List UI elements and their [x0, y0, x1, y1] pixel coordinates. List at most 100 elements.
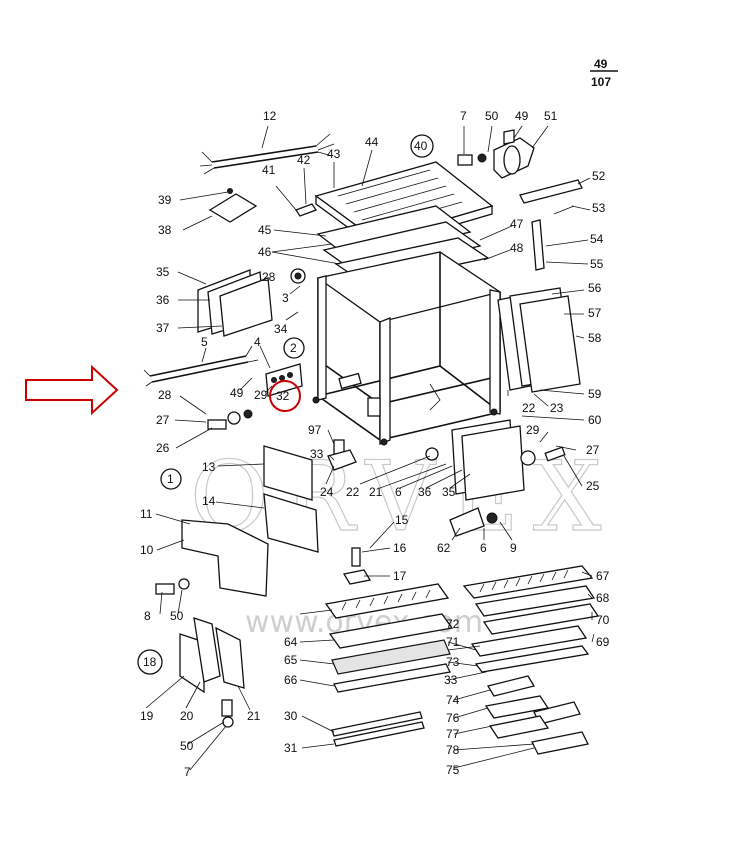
callout-33: 33 [310, 447, 324, 461]
svg-text:18: 18 [143, 655, 157, 669]
callout-30: 30 [284, 709, 298, 723]
callout-73: 73 [446, 655, 460, 669]
callout-50-bottom: 50 [180, 739, 194, 753]
part-38-cover-plate [208, 188, 258, 223]
callout-69: 69 [596, 635, 610, 649]
callout-46: 46 [258, 245, 272, 259]
callout-49-left: 49 [230, 386, 244, 400]
callout-9: 9 [510, 541, 517, 555]
callout-66: 66 [284, 673, 298, 687]
callout-59: 59 [588, 387, 602, 401]
part-67-70-right-plates [462, 565, 600, 635]
callout-52: 52 [592, 169, 606, 183]
callout-17: 17 [393, 569, 407, 583]
callout-31: 31 [284, 741, 298, 755]
callout-72: 72 [446, 617, 460, 631]
part-56-59-right-panels [497, 287, 581, 393]
callout-35: 35 [156, 265, 170, 279]
part-52-bar [519, 179, 583, 204]
callout-19: 19 [140, 709, 154, 723]
callout-55: 55 [590, 257, 604, 271]
callout-16: 16 [393, 541, 407, 555]
pointer-arrow-icon [25, 364, 119, 416]
callout-42: 42 [297, 153, 311, 167]
callout-77: 77 [446, 727, 460, 741]
part-8-bolt [155, 578, 190, 595]
callout-15: 15 [395, 513, 409, 527]
callout-78: 78 [446, 743, 460, 757]
callout-7: 7 [460, 109, 467, 123]
part-42-bolt [295, 203, 317, 217]
part-74-78-plates [484, 675, 589, 755]
part-54-upright [531, 205, 575, 271]
callout-74: 74 [446, 693, 460, 707]
part-35-37-side-panels [197, 269, 273, 337]
part-26-bolt [207, 409, 253, 430]
callout-13: 13 [202, 460, 216, 474]
callout-21-bottom: 21 [247, 709, 261, 723]
callout-50: 50 [485, 109, 499, 123]
callout-6: 6 [395, 485, 402, 499]
page-ref-top: 49 [594, 57, 608, 71]
callout-53: 53 [592, 201, 606, 215]
callout-41: 41 [262, 163, 276, 177]
callout-67: 67 [596, 569, 610, 583]
part-24-clamp [327, 439, 357, 471]
callout-97: 97 [308, 423, 322, 437]
callout-45: 45 [258, 223, 272, 237]
callout-5: 5 [201, 335, 208, 349]
group-circle-40: 40 [410, 134, 434, 158]
callout-3: 3 [282, 291, 289, 305]
callout-29: 29 [254, 388, 268, 402]
callout-29-right: 29 [526, 423, 540, 437]
part-51-pivot-block [457, 129, 535, 179]
part-30-31-bars [331, 711, 425, 747]
callout-14: 14 [202, 494, 216, 508]
svg-text:40: 40 [414, 139, 428, 153]
part-13-bracket [263, 445, 319, 553]
svg-text:1: 1 [167, 472, 174, 486]
callout-35-bottom: 35 [442, 485, 456, 499]
callout-26: 26 [156, 441, 170, 455]
callout-8: 8 [144, 609, 151, 623]
callout-36: 36 [156, 293, 170, 307]
callout-27-right: 27 [586, 443, 600, 457]
callout-27: 27 [156, 413, 170, 427]
callout-58: 58 [588, 331, 602, 345]
page-ref-bottom: 107 [591, 75, 611, 89]
callout-76: 76 [446, 711, 460, 725]
part-12-cable [199, 133, 335, 175]
callout-47: 47 [510, 217, 524, 231]
svg-text:2: 2 [290, 341, 297, 355]
callout-57: 57 [588, 306, 602, 320]
group-circle-18: 18 [137, 649, 163, 675]
callout-68: 68 [596, 591, 610, 605]
callout-43: 43 [327, 147, 341, 161]
callout-11: 11 [140, 507, 153, 521]
callout-44: 44 [365, 135, 379, 149]
callout-34: 34 [274, 322, 288, 336]
callout-28-top: 28 [262, 270, 276, 284]
callout-62: 62 [437, 541, 451, 555]
callout-75: 75 [446, 763, 460, 777]
callout-28-left: 28 [158, 388, 172, 402]
part-main-frame [312, 251, 502, 446]
callout-60: 60 [588, 413, 602, 427]
group-circle-2: 2 [283, 337, 305, 359]
group-circle-1: 1 [160, 468, 182, 490]
page-reference: 49 107 [590, 57, 618, 89]
callout-10: 10 [140, 543, 154, 557]
part-62-latch [449, 507, 498, 537]
part-2-switch-plate [265, 363, 303, 397]
part-16-stud [342, 547, 372, 585]
callout-56: 56 [588, 281, 602, 295]
callout-49: 49 [515, 109, 529, 123]
leader-lines [145, 125, 595, 771]
part-5-cable [143, 345, 259, 387]
highlight-label: 32 [276, 389, 290, 403]
part-25-bolt [544, 446, 566, 462]
callout-37: 37 [156, 321, 170, 335]
callout-33-bottom: 33 [444, 673, 458, 687]
callout-48: 48 [510, 241, 524, 255]
